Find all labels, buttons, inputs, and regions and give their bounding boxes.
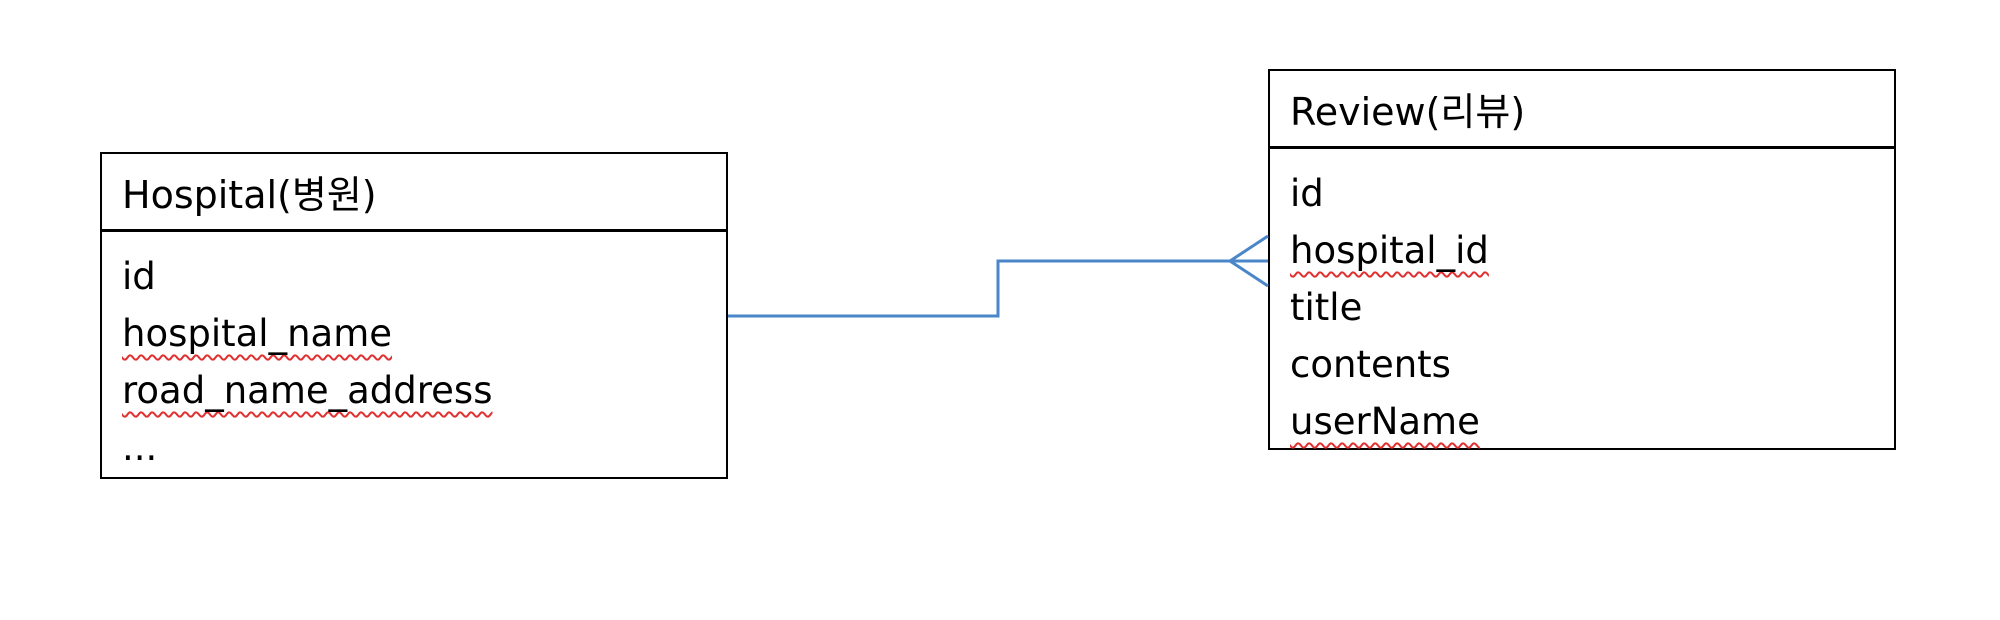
review-field-hospital-id: hospital_id xyxy=(1290,229,1489,272)
hospital-field-id: id xyxy=(122,255,156,298)
hospital-field-road-name-address: road_name_address xyxy=(122,369,493,412)
review-field-title: title xyxy=(1290,286,1363,329)
review-entity-header: Review(리뷰) xyxy=(1270,71,1894,149)
hospital-entity-header: Hospital(병원) xyxy=(102,154,726,232)
review-entity: Review(리뷰) id hospital_id title contents… xyxy=(1268,69,1896,450)
review-field-username: userName xyxy=(1290,400,1480,443)
hospital-entity-title: Hospital(병원) xyxy=(122,173,377,217)
relationship-line xyxy=(728,259,1268,318)
hospital-field-hospital-name: hospital_name xyxy=(122,312,393,355)
review-entity-title: Review(리뷰) xyxy=(1290,90,1526,134)
hospital-entity: Hospital(병원) id hospital_name road_name_… xyxy=(100,152,728,479)
review-entity-fields: id hospital_id title contents userName xyxy=(1270,149,1894,450)
crows-foot-icon xyxy=(1227,234,1269,288)
review-field-id: id xyxy=(1290,172,1324,215)
hospital-field-ellipsis: ... xyxy=(122,426,158,469)
review-field-contents: contents xyxy=(1290,343,1451,386)
hospital-entity-fields: id hospital_name road_name_address ... xyxy=(102,232,726,476)
